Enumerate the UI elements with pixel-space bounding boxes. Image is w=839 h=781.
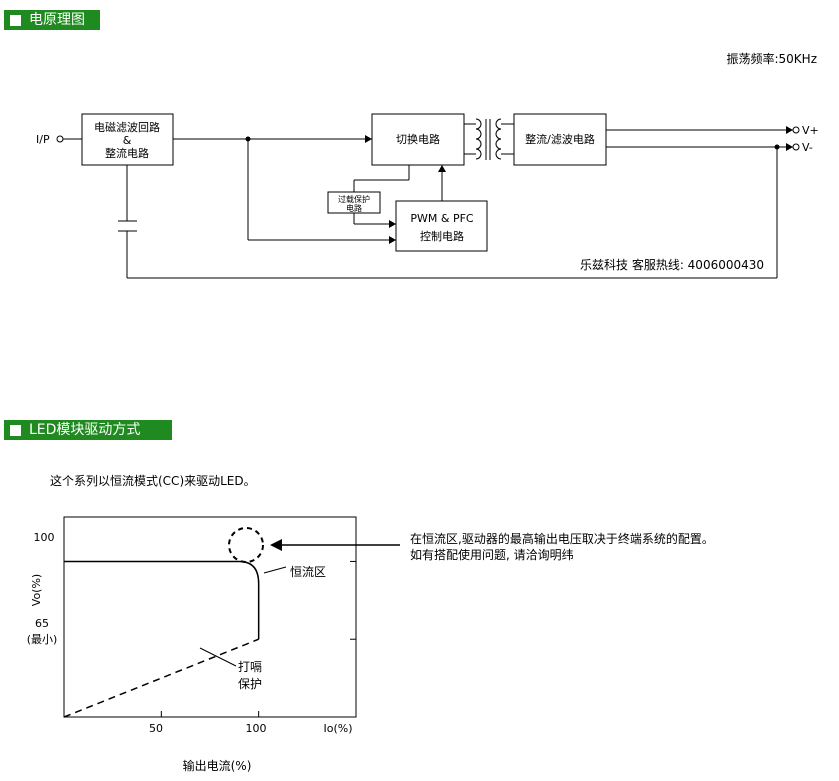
y-tick-label-65: 65 xyxy=(35,617,49,630)
hiccup-label-1: 打嗝 xyxy=(238,660,262,674)
square-icon xyxy=(10,14,21,26)
switching-block xyxy=(371,113,465,166)
switch-block-label: 切换电路 xyxy=(396,132,440,146)
cc-region-label: 恒流区 xyxy=(290,565,326,579)
ovp-block-label-1: 过载保护 xyxy=(338,194,370,204)
pwm-block-label-1: PWM & PFC xyxy=(410,212,474,225)
schematic-heading-text: 电原理图 xyxy=(29,12,85,28)
output-negative-label: V- xyxy=(802,141,813,154)
ovp-block-label-2: 电路 xyxy=(346,203,362,213)
series-line-solid xyxy=(64,560,260,640)
emi-block-label-2: & xyxy=(123,134,132,147)
note-line-1: 在恒流区,驱动器的最高输出电压取决于终端系统的配置。 xyxy=(410,532,714,546)
y-tick-label-100: 100 xyxy=(34,531,55,544)
square-icon xyxy=(10,424,21,436)
rectifier-block xyxy=(513,113,607,166)
chart-frame xyxy=(63,516,357,718)
cc-knee-marker xyxy=(228,527,264,563)
block-diagram: I/P 电磁滤波回路 & 整流电路 切换电路 整流/滤波电路 过载保护 电路 P… xyxy=(36,113,819,279)
output-positive-label: V+ xyxy=(802,124,819,137)
x-axis-caption: 输出电流(%) xyxy=(183,758,252,773)
section-heading-drive: LED模块驱动方式 xyxy=(4,420,172,440)
input-label: I/P xyxy=(36,133,50,146)
x-tick-label-100: 100 xyxy=(246,722,267,735)
y-axis-label: Vo(%) xyxy=(30,574,43,606)
emi-block-label-3: 整流电路 xyxy=(105,146,149,160)
hotline-text: 乐兹科技 客服热线: 4006000430 xyxy=(580,257,764,272)
x-tick-label-50: 50 xyxy=(149,722,163,735)
x-axis-label: Io(%) xyxy=(323,722,352,735)
note-line-2: 如有搭配使用问题, 请洽询明纬 xyxy=(410,548,574,562)
pointer-arrowhead xyxy=(270,539,282,551)
frequency-note: 振荡频率:50KHz xyxy=(726,52,817,66)
pwm-block-label-2: 控制电路 xyxy=(420,229,464,243)
rect-block-label: 整流/滤波电路 xyxy=(525,132,595,146)
y-tick-sub-label: (最小) xyxy=(27,633,58,646)
cc-region-leader xyxy=(263,566,287,574)
drive-intro: 这个系列以恒流模式(CC)来驱动LED。 xyxy=(50,474,256,488)
hiccup-leader xyxy=(199,647,237,667)
drive-heading-text: LED模块驱动方式 xyxy=(29,422,141,438)
series-line-dashed xyxy=(63,638,259,718)
emi-block-label-1: 电磁滤波回路 xyxy=(94,121,160,134)
hiccup-label-2: 保护 xyxy=(238,677,262,691)
section-heading-schematic: 电原理图 xyxy=(4,10,100,30)
